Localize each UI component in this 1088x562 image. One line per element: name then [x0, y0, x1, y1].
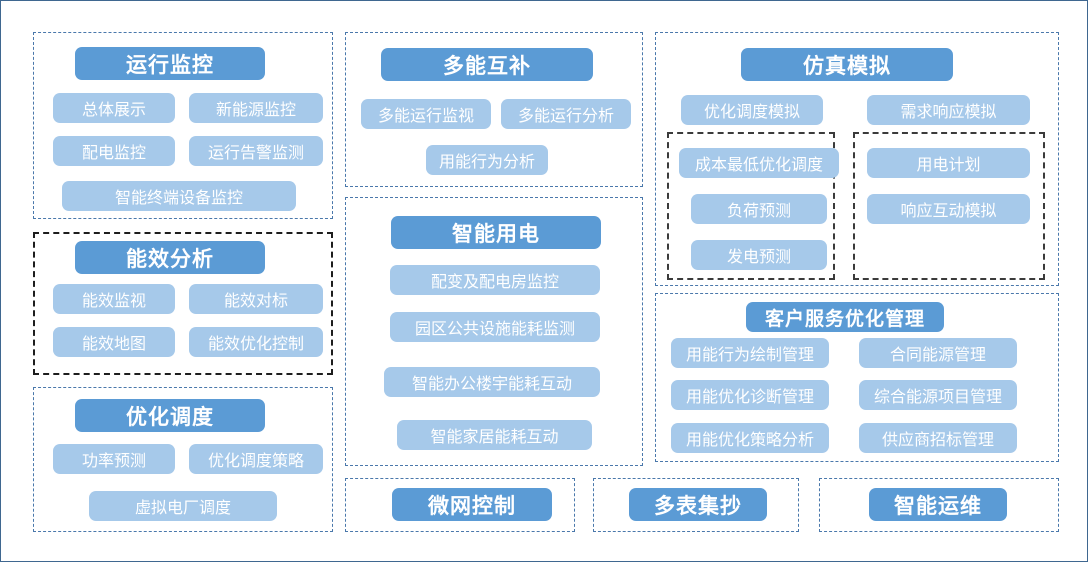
item-customer-service-0[interactable]: 用能行为绘制管理	[671, 338, 829, 368]
panel-header-energy-efficiency-analysis[interactable]: 能效分析	[75, 241, 265, 274]
item-customer-service-3[interactable]: 综合能源项目管理	[859, 380, 1017, 410]
item-energy-efficiency-0[interactable]: 能效监视	[53, 284, 175, 314]
panel-microgrid-control[interactable]	[345, 478, 575, 532]
item-customer-service-1[interactable]: 合同能源管理	[859, 338, 1017, 368]
item-multi-energy-0[interactable]: 多能运行监视	[361, 99, 491, 129]
panel-header-multi-energy-complementarity[interactable]: 多能互补	[381, 48, 593, 81]
item-smart-electricity-1[interactable]: 园区公共设施能耗监测	[390, 312, 600, 342]
panel-energy-efficiency-analysis[interactable]	[33, 232, 333, 375]
item-customer-service-2[interactable]: 用能优化诊断管理	[671, 380, 829, 410]
item-energy-efficiency-3[interactable]: 能效优化控制	[189, 327, 323, 357]
item-operation-monitoring-4[interactable]: 智能终端设备监控	[62, 181, 296, 211]
item-energy-efficiency-1[interactable]: 能效对标	[189, 284, 323, 314]
item-operation-monitoring-0[interactable]: 总体展示	[53, 93, 175, 123]
item-optimal-dispatch-1[interactable]: 优化调度策略	[189, 444, 323, 474]
item-operation-monitoring-3[interactable]: 运行告警监测	[189, 136, 323, 166]
item-simulation-dispatch-0[interactable]: 成本最低优化调度	[679, 148, 839, 178]
item-simulation-demand-1[interactable]: 响应互动模拟	[867, 194, 1030, 224]
item-smart-electricity-0[interactable]: 配变及配电房监控	[390, 265, 600, 295]
item-simulation-0[interactable]: 优化调度模拟	[681, 95, 823, 125]
panel-header-optimal-dispatch[interactable]: 优化调度	[75, 399, 265, 432]
panel-multi-energy-complementarity[interactable]	[345, 32, 643, 187]
panel-operation-monitoring[interactable]	[33, 32, 333, 219]
item-simulation-dispatch-2[interactable]: 发电预测	[691, 240, 827, 270]
panel-header-simulation[interactable]: 仿真模拟	[741, 48, 953, 81]
item-operation-monitoring-1[interactable]: 新能源监控	[189, 93, 323, 123]
item-energy-efficiency-2[interactable]: 能效地图	[53, 327, 175, 357]
item-simulation-1[interactable]: 需求响应模拟	[867, 95, 1030, 125]
panel-multi-meter-reading[interactable]	[593, 478, 799, 532]
item-customer-service-4[interactable]: 用能优化策略分析	[671, 423, 829, 453]
panel-header-operation-monitoring[interactable]: 运行监控	[75, 47, 265, 80]
item-multi-energy-2[interactable]: 用能行为分析	[426, 145, 548, 175]
panel-simulation[interactable]	[655, 32, 1059, 286]
item-smart-electricity-2[interactable]: 智能办公楼宇能耗互动	[384, 367, 600, 397]
item-simulation-demand-0[interactable]: 用电计划	[867, 148, 1030, 178]
item-optimal-dispatch-0[interactable]: 功率预测	[53, 444, 175, 474]
panel-header-multi-meter-reading[interactable]: 多表集抄	[629, 488, 767, 521]
panel-header-customer-service-optimization[interactable]: 客户服务优化管理	[746, 302, 944, 332]
panel-smart-electricity-use[interactable]	[345, 197, 643, 466]
item-customer-service-5[interactable]: 供应商招标管理	[859, 423, 1017, 453]
item-multi-energy-1[interactable]: 多能运行分析	[501, 99, 631, 129]
panel-optimal-dispatch[interactable]	[33, 387, 333, 532]
panel-customer-service-optimization[interactable]	[655, 293, 1059, 462]
item-smart-electricity-3[interactable]: 智能家居能耗互动	[397, 420, 592, 450]
panel-header-smart-electricity-use[interactable]: 智能用电	[391, 216, 601, 249]
item-optimal-dispatch-2[interactable]: 虚拟电厂调度	[89, 491, 277, 521]
panel-header-microgrid-control[interactable]: 微网控制	[392, 488, 552, 521]
item-simulation-dispatch-1[interactable]: 负荷预测	[691, 194, 827, 224]
subbox-simulation-dispatch-group[interactable]	[667, 132, 835, 280]
panel-intelligent-operation-maintenance[interactable]	[819, 478, 1059, 532]
item-operation-monitoring-2[interactable]: 配电监控	[53, 136, 175, 166]
subbox-simulation-demand-group[interactable]	[853, 132, 1045, 280]
panel-header-intelligent-operation-maintenance[interactable]: 智能运维	[869, 488, 1007, 521]
